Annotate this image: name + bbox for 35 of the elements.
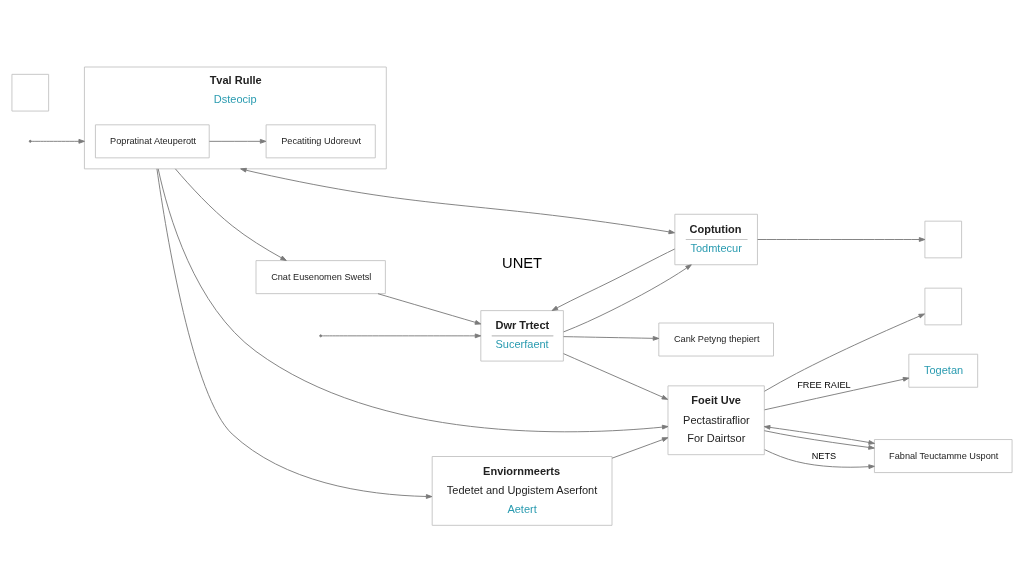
node-box — [924, 287, 963, 326]
arrow — [551, 248, 676, 311]
node-box: Cank Petyng thepiert — [658, 322, 774, 357]
node-box: Foeit Uve Pectastiraflior For Dairtsor — [667, 385, 765, 456]
node-box — [11, 73, 50, 112]
arrow — [611, 437, 669, 459]
arrow — [174, 168, 287, 261]
edge-label: NETS — [811, 450, 837, 461]
node-box: Togetan — [908, 353, 979, 388]
edge-label: FREE RAIEL — [797, 380, 851, 391]
node-box: Popratinat Ateuperott — [94, 124, 210, 159]
arrow — [563, 335, 660, 341]
arrow — [240, 167, 675, 235]
arrow — [30, 138, 85, 144]
arrow — [764, 313, 925, 392]
arrow — [757, 237, 926, 242]
arrow — [763, 430, 875, 450]
arrow — [377, 293, 482, 325]
arrow — [563, 264, 692, 333]
arrow — [563, 353, 669, 400]
node-box: Cnat Eusenomen Swetsl — [255, 260, 386, 295]
node-box: Fabnal Teuctamme Uspont — [873, 439, 1013, 474]
arrow — [208, 138, 267, 144]
arrow — [321, 333, 482, 339]
arrow — [156, 168, 433, 499]
arrow — [157, 168, 669, 433]
arrow — [764, 376, 910, 411]
node-box: Dwr Trtect Sucerfaent — [480, 310, 564, 362]
node-box: Coptution Todmtecur — [674, 213, 758, 266]
node-box: Pecatiting Udoreuvt — [265, 124, 376, 159]
node-box — [924, 220, 963, 259]
arrow — [764, 449, 875, 470]
arrow — [763, 425, 875, 445]
label: UNET — [502, 254, 543, 271]
node-box: Enviornmeerts Tedetet and Upgistem Aserfont Aetert — [431, 456, 613, 526]
